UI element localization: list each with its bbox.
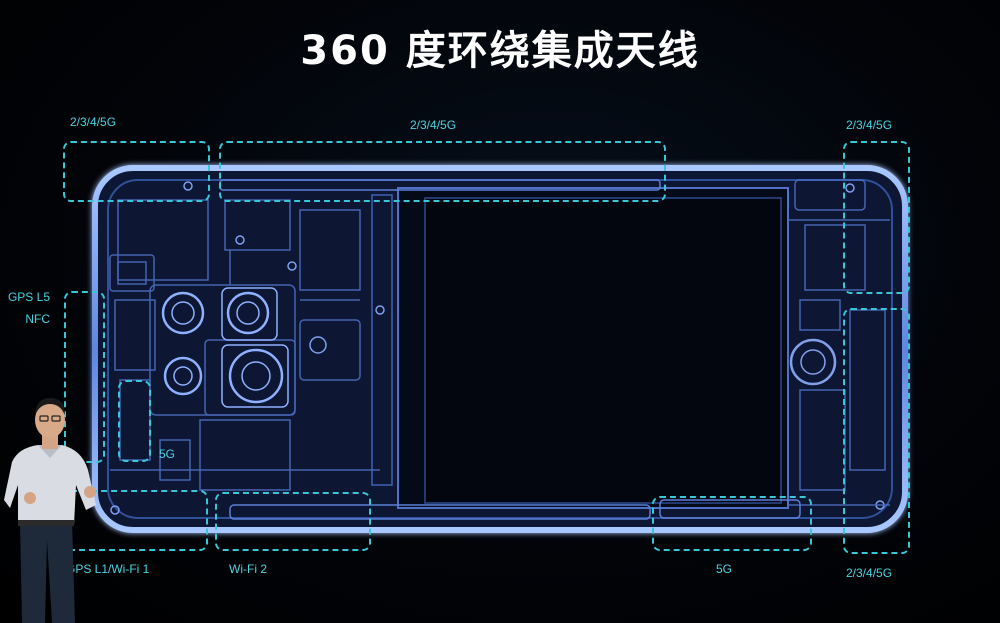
antenna-zone-gps-nfc <box>64 291 105 463</box>
antenna-zone-gps-wifi1 <box>63 490 208 551</box>
antenna-zone-5g-bottom <box>652 496 812 551</box>
label-gps-l1-wifi1: GPS L1/Wi-Fi 1 <box>66 562 150 576</box>
antenna-zone-top-center <box>219 141 666 202</box>
antenna-zone-5g-left <box>118 380 151 462</box>
label-wifi2: Wi-Fi 2 <box>229 562 267 576</box>
battery-area <box>371 187 789 509</box>
label-gps-l5: GPS L5 <box>7 290 50 304</box>
antenna-zone-bottom-right <box>843 308 910 554</box>
label-top-center: 2/3/4/5G <box>410 118 457 132</box>
label-top-right: 2/3/4/5G <box>846 118 893 132</box>
label-nfc: NFC <box>25 312 50 326</box>
screw-holes <box>110 181 885 515</box>
antenna-zone-wifi2 <box>215 492 371 551</box>
antenna-zone-top-left <box>63 141 210 202</box>
slide-title: 360 度环绕集成天线 <box>300 28 700 74</box>
right-internal-components <box>788 179 890 506</box>
label-bottom-right: 2/3/4/5G <box>846 566 893 580</box>
label-top-left: 2/3/4/5G <box>70 115 117 129</box>
antenna-zone-top-right <box>843 141 910 294</box>
label-5g-bottom: 5G <box>716 562 733 576</box>
label-5g-left: 5G <box>159 447 176 461</box>
camera-module <box>161 287 289 408</box>
